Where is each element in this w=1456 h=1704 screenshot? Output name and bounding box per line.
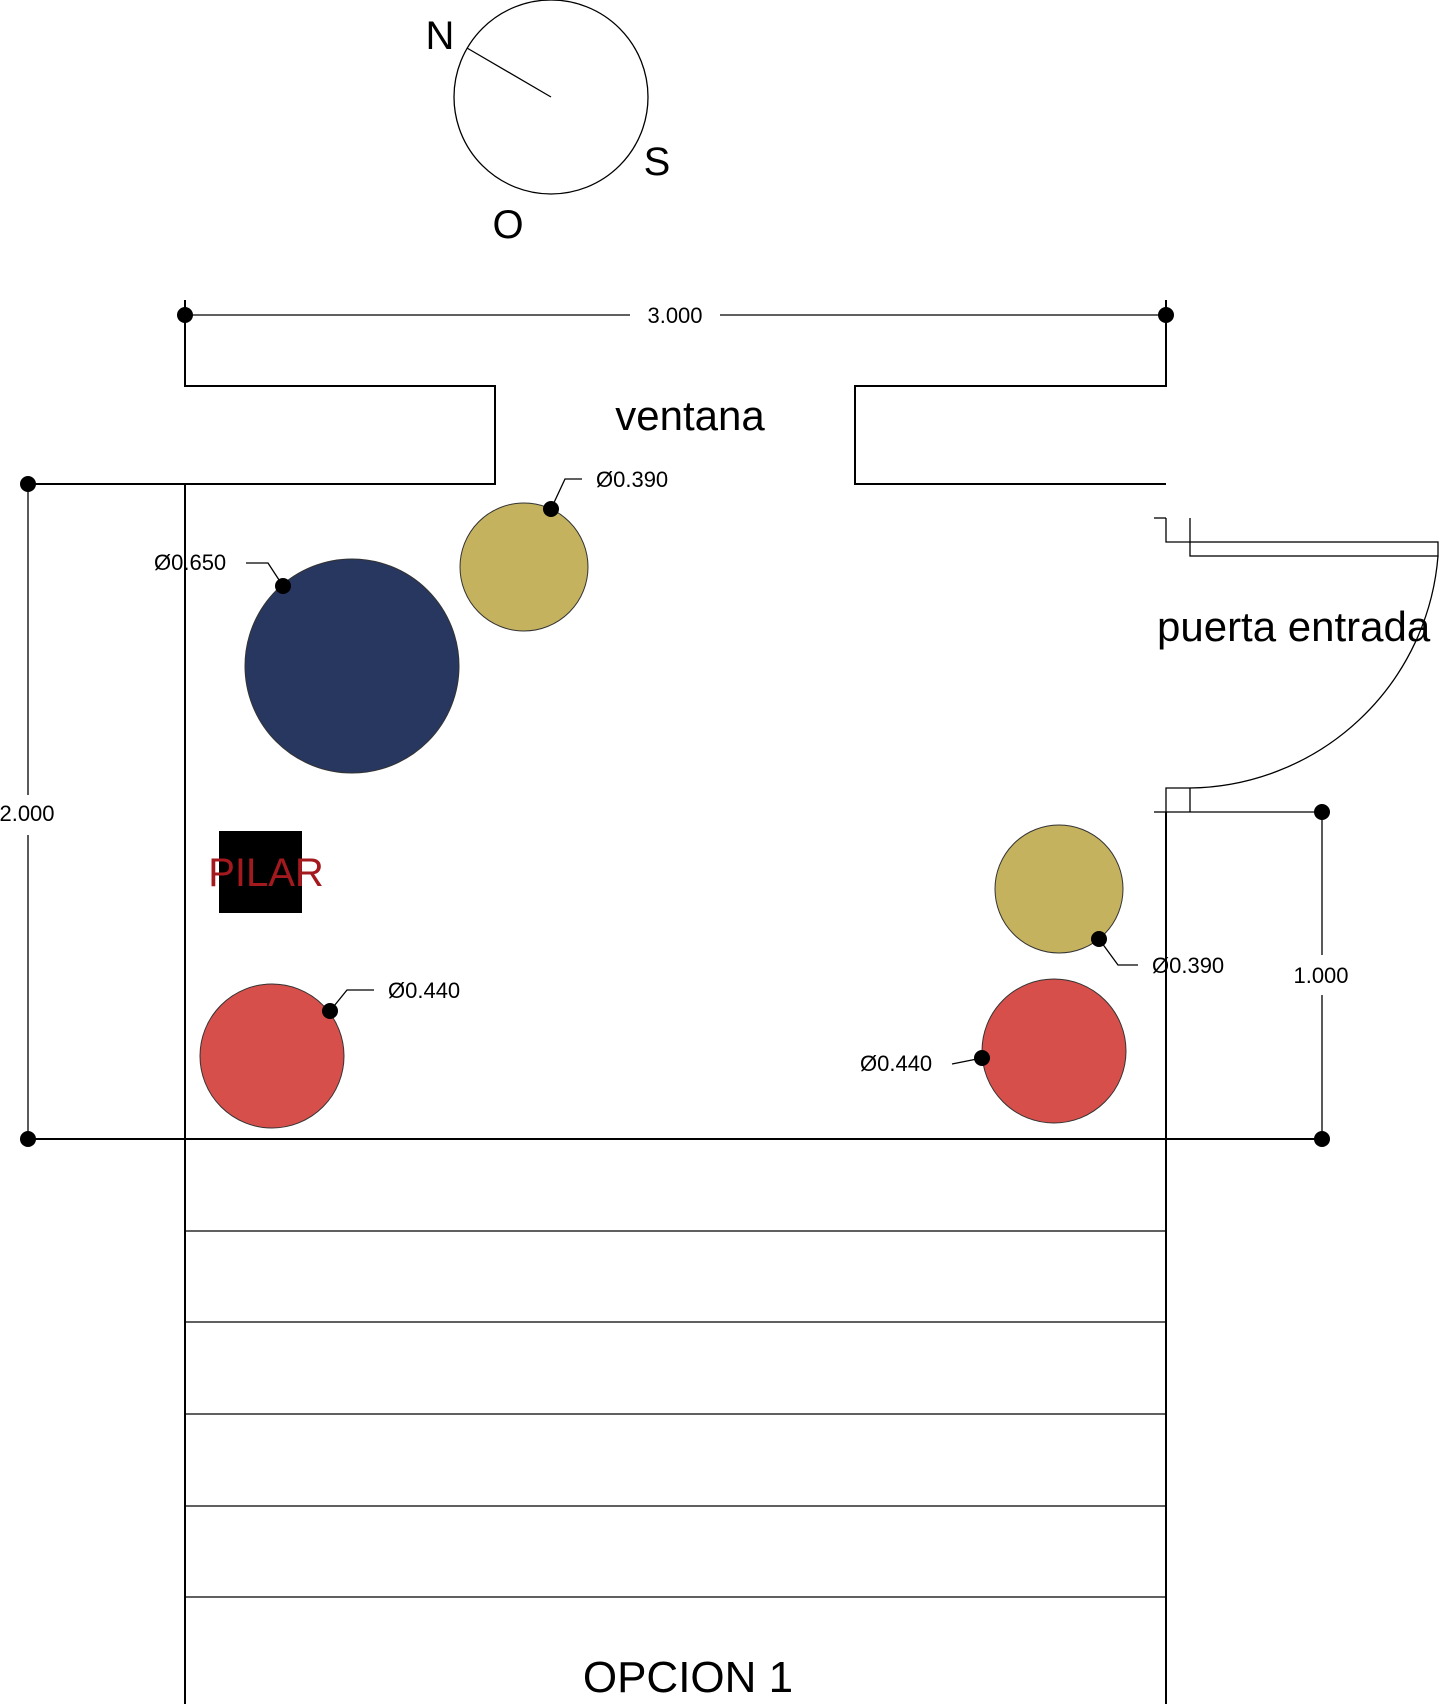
callout-dot — [543, 501, 559, 517]
callout-leader — [246, 562, 284, 587]
compass-circle — [453, 0, 649, 195]
circle-khaki-top-shape — [459, 502, 589, 632]
circle-red-left: Ø0.440 — [199, 978, 460, 1129]
dimension-endpoint — [1314, 1131, 1330, 1147]
dimension-width-label: 3.000 — [647, 303, 702, 328]
circle-khaki-top: Ø0.390 — [459, 467, 668, 632]
circle-blue-shape — [244, 558, 460, 774]
door-swing-arc — [1189, 555, 1439, 789]
circle-red-left-shape — [199, 983, 345, 1129]
callout-dot — [322, 1003, 338, 1019]
circle-blue: Ø0.650 — [154, 550, 460, 774]
circle-khaki-right-label: Ø0.390 — [1152, 953, 1224, 978]
steps — [185, 1230, 1166, 1598]
circle-red-right-shape — [981, 978, 1127, 1124]
entrance-door: puerta entrada — [1154, 517, 1439, 813]
compass-south-label: S — [644, 140, 671, 184]
callout-leader — [329, 989, 374, 1012]
callout-dot — [1091, 931, 1107, 947]
pillar-block — [219, 831, 302, 913]
circle-blue-label: Ø0.650 — [154, 550, 226, 575]
dimension-door-side-label: 1.000 — [1293, 963, 1348, 988]
pillar: PILAR — [208, 831, 324, 913]
compass-west-label: O — [492, 203, 523, 247]
door-label: puerta entrada — [1157, 603, 1431, 650]
compass: N S O — [426, 0, 671, 247]
pillar-label: PILAR — [208, 851, 324, 895]
callout-dot — [275, 578, 291, 594]
circle-red-left-label: Ø0.440 — [388, 978, 460, 1003]
compass-north-label: N — [426, 14, 455, 58]
wall-top-left — [28, 300, 496, 485]
dimension-width: 3.000 — [177, 303, 1174, 328]
circle-red-right: Ø0.440 — [860, 978, 1127, 1124]
walls: ventana — [28, 300, 1322, 1704]
circle-red-right-label: Ø0.440 — [860, 1051, 932, 1076]
circle-khaki-top-label: Ø0.390 — [596, 467, 668, 492]
dimension-door-side: 1.000 — [1293, 804, 1349, 1147]
dimension-height: 2.000 — [0, 476, 55, 1147]
wall-top-right — [854, 300, 1167, 485]
window-label: ventana — [615, 392, 765, 439]
door-jamb-bottom — [1165, 787, 1191, 812]
circle-khaki-right-shape — [994, 824, 1124, 954]
door-jamb-top — [1165, 518, 1191, 543]
dimension-height-label: 2.000 — [0, 801, 55, 826]
callout-leader — [550, 478, 582, 510]
door-leaf — [1189, 541, 1439, 557]
plan-title: OPCION 1 — [583, 1653, 793, 1702]
circle-khaki-right: Ø0.390 — [994, 824, 1224, 978]
callout-leader — [1098, 938, 1138, 966]
dimension-endpoint — [20, 476, 36, 492]
dimension-endpoint — [20, 1131, 36, 1147]
callout-dot — [974, 1050, 990, 1066]
dimension-endpoint — [1314, 804, 1330, 820]
compass-needle — [466, 47, 552, 98]
